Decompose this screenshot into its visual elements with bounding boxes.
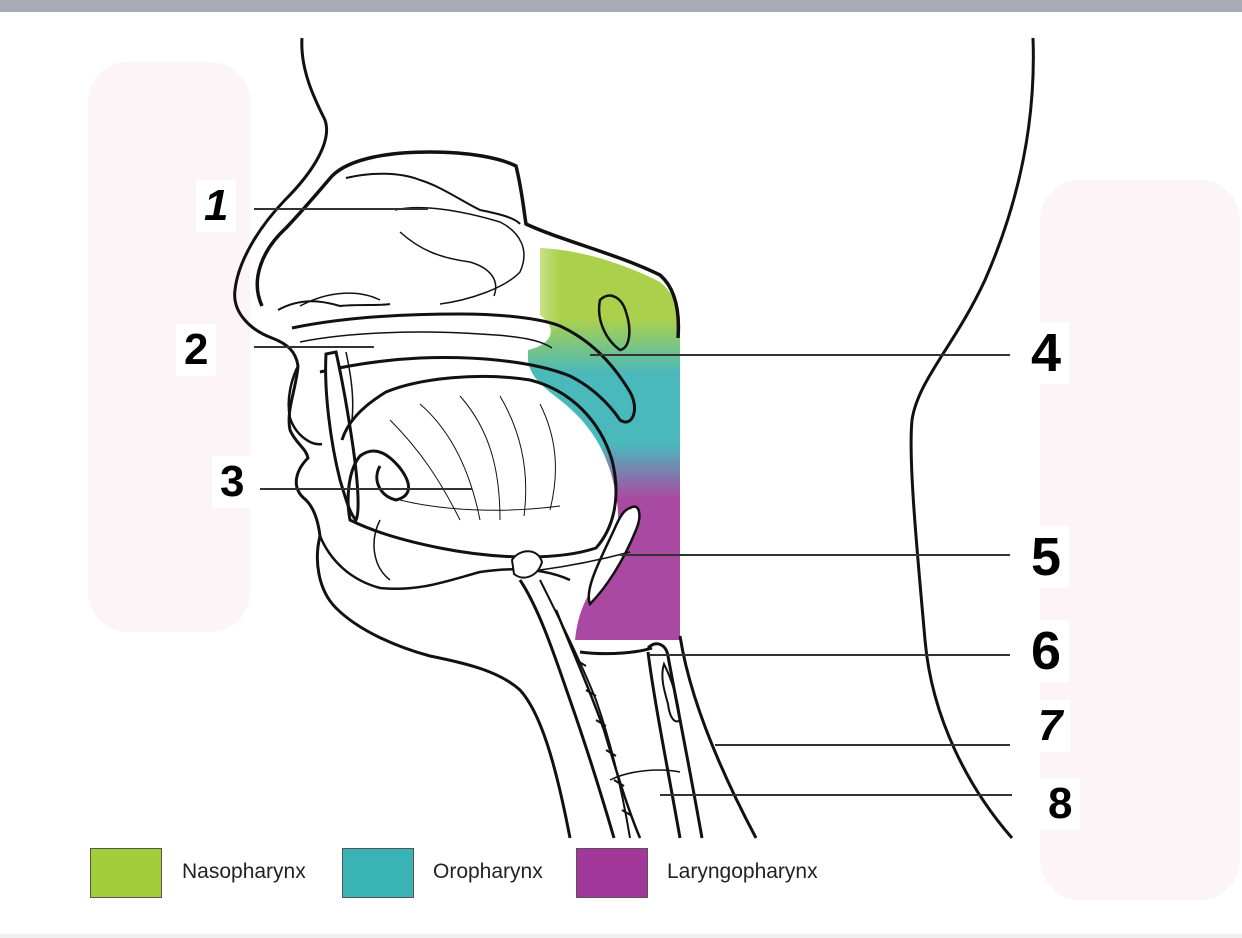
larynx — [518, 579, 616, 839]
background-smudge — [88, 62, 250, 632]
tongue — [340, 374, 618, 559]
label-6: 6 — [1023, 620, 1070, 682]
neck-outline — [909, 37, 1035, 839]
label-3: 3 — [212, 456, 253, 508]
posterior-wall — [678, 635, 758, 839]
label-2: 2 — [176, 324, 217, 376]
bottom-bar — [0, 934, 1242, 938]
label-8: 8 — [1040, 778, 1081, 830]
hyoid — [510, 550, 544, 579]
esophagus — [646, 642, 704, 839]
label-1: 1 — [196, 180, 237, 232]
upper-lip — [287, 365, 323, 446]
legend-label-laryngopharynx: Laryngopharynx — [667, 860, 818, 883]
top-bar — [0, 0, 1242, 12]
tracheal-rings — [575, 659, 633, 817]
pharynx-region — [528, 248, 680, 640]
label-4: 4 — [1023, 322, 1070, 384]
label-7: 7 — [1030, 700, 1071, 752]
palate — [291, 312, 636, 424]
face-profile — [233, 37, 572, 839]
tube-opening — [597, 294, 631, 352]
legend-label-nasopharynx: Nasopharynx — [182, 860, 306, 883]
label-5: 5 — [1023, 526, 1070, 588]
legend-swatch-nasopharynx — [90, 848, 162, 898]
legend-swatch-oropharynx — [342, 848, 414, 898]
nasal-cavity — [255, 150, 681, 339]
legend-label-oropharynx: Oropharynx — [433, 860, 543, 883]
legend-swatch-laryngopharynx — [576, 848, 648, 898]
